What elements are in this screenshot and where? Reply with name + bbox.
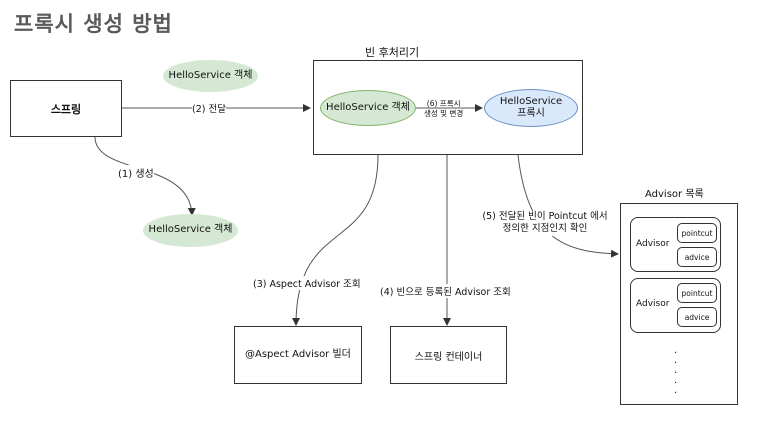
more-dot: . — [674, 365, 678, 376]
page-title: 프록시 생성 방법 — [14, 12, 173, 36]
more-dot: . — [674, 375, 678, 386]
hello-object-inner-label: HelloService 객체 — [326, 101, 410, 113]
edge-2-label: (2) 전달 — [192, 101, 226, 115]
hello-object-bottom: HelloService 객체 — [143, 214, 238, 247]
hello-object-inner: HelloService 객체 — [320, 90, 416, 126]
advisor-label: Advisor — [636, 239, 670, 249]
advice-label: advice — [684, 312, 710, 322]
hello-proxy-line1: HelloService — [499, 95, 563, 107]
spring-container-label: 스프링 컨테이너 — [414, 351, 483, 363]
edge-3-label: (3) Aspect Advisor 조회 — [253, 276, 361, 290]
advisor-list-title: Advisor 목록 — [645, 189, 704, 200]
more-dot: . — [674, 355, 678, 366]
spring-label: 스프링 — [50, 102, 82, 116]
advisor-list-box — [620, 203, 738, 405]
bean-postprocessor-box — [313, 60, 583, 155]
edge-6-label-line1: (6) 프록시 — [426, 99, 461, 108]
hello-object-bottom-label: HelloService 객체 — [148, 224, 233, 236]
advice-box: advice — [677, 307, 717, 327]
advisor-label: Advisor — [636, 299, 670, 309]
pointcut-box: pointcut — [677, 283, 717, 303]
pointcut-label: pointcut — [681, 228, 713, 238]
advice-box: advice — [677, 247, 717, 267]
pointcut-box: pointcut — [677, 223, 717, 243]
aspect-advisor-builder-box: @Aspect Advisor 빌더 — [234, 326, 362, 384]
hello-object-top-label: HelloService 객체 — [168, 69, 253, 81]
bean-postprocessor-title: 빈 후처리기 — [365, 46, 420, 59]
pointcut-label: pointcut — [681, 288, 713, 298]
hello-proxy-line2: 프록시 — [517, 108, 545, 119]
edge-5-line — [517, 154, 619, 258]
hello-object-top: HelloService 객체 — [163, 60, 258, 92]
edge-3-line — [292, 154, 379, 326]
spring-box: 스프링 — [10, 80, 122, 137]
edge-6-label-line2: 생성 및 변경 — [424, 108, 464, 118]
edge-5-label: (5) 전달된 빈이 Pointcut 에서 정의한 지점인지 확인 — [478, 211, 612, 236]
edge-4-label: (4) 빈으로 등록된 Advisor 조회 — [380, 284, 511, 298]
spring-container-box: 스프링 컨테이너 — [390, 326, 507, 384]
edge-6-label: (6) 프록시 생성 및 변경 — [424, 99, 463, 119]
aspect-advisor-builder-label: @Aspect Advisor 빌더 — [245, 349, 351, 361]
more-dot: . — [674, 385, 678, 396]
hello-proxy: HelloService 프록시 — [484, 89, 578, 127]
advice-label: advice — [684, 252, 710, 262]
edge-1-label: (1) 생성 — [118, 165, 154, 180]
more-dot: . — [674, 345, 678, 356]
